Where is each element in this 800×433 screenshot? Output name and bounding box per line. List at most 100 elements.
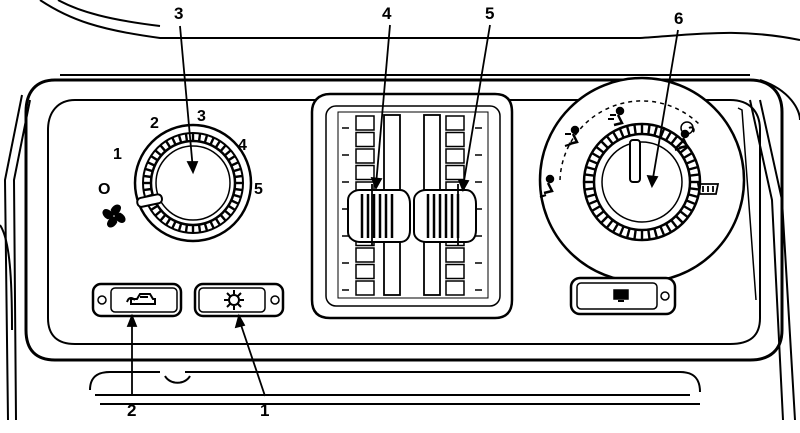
knob-ridge xyxy=(633,229,637,240)
knob-ridge xyxy=(611,131,620,142)
leader-3-arrowhead xyxy=(186,161,199,175)
floor-icon xyxy=(539,174,555,198)
knob-ridge xyxy=(591,151,602,160)
knob-ridge xyxy=(159,144,167,153)
callout-5: 5 xyxy=(485,4,494,23)
leader-4 xyxy=(375,24,391,186)
knob-ridge xyxy=(143,187,152,192)
scale-segment xyxy=(355,280,375,296)
scale-segment xyxy=(355,164,375,181)
mode-dial-arc xyxy=(559,100,701,181)
knob-ridge xyxy=(150,204,159,212)
knob-ridge xyxy=(647,229,651,240)
knob-ridge xyxy=(625,228,631,239)
rear-defrost-button[interactable] xyxy=(569,276,677,316)
knob-ridge xyxy=(605,135,614,145)
knob-ridge xyxy=(214,140,222,149)
leader-5-arrowhead xyxy=(457,178,470,193)
defrost-icon xyxy=(680,121,694,135)
knob-ridge xyxy=(146,161,156,167)
knob-ridge xyxy=(197,133,202,142)
knob-ridge xyxy=(164,217,172,226)
scale-segment xyxy=(355,131,375,148)
scale-segment xyxy=(445,131,465,148)
knob-ridge xyxy=(595,145,605,154)
leader-1 xyxy=(239,321,266,397)
knob-ridge xyxy=(203,222,209,232)
fan-speed-label-5: 5 xyxy=(254,181,263,198)
mode-knob-pointer[interactable] xyxy=(629,139,641,183)
control-bezel xyxy=(24,78,784,362)
knob-ridge xyxy=(230,199,240,205)
knob-ridge xyxy=(685,199,697,206)
leader-6 xyxy=(651,29,679,185)
knob-ridge xyxy=(585,193,596,199)
knob-ridge xyxy=(591,204,602,213)
knob-ridge xyxy=(618,127,625,139)
knob-ridge xyxy=(595,210,605,219)
knob-ridge xyxy=(659,127,666,139)
ac-button[interactable] xyxy=(193,282,285,318)
scale-segment xyxy=(355,263,375,280)
knob-ridge xyxy=(664,222,673,233)
knob-ridge xyxy=(227,204,236,212)
knob-ridge xyxy=(584,187,595,191)
knob-ridge xyxy=(659,225,666,237)
knob-ridge xyxy=(171,220,177,230)
scale-segment xyxy=(445,148,465,164)
knob-ridge xyxy=(600,140,609,149)
recirculation-button[interactable] xyxy=(91,282,183,318)
knob-ridge xyxy=(633,124,637,135)
fan-speed-label-off: O xyxy=(98,181,110,198)
left-slider-knob[interactable] xyxy=(347,184,411,246)
fan-speed-knob-grip xyxy=(143,133,243,233)
knob-ridge xyxy=(618,225,625,237)
knob-ridge xyxy=(144,167,154,173)
scale-segment xyxy=(445,164,465,181)
callout-1: 1 xyxy=(260,401,269,420)
mode-dial-area xyxy=(538,76,746,284)
knob-ridge xyxy=(219,144,227,153)
knob-ridge xyxy=(227,154,236,162)
knob-ridge xyxy=(230,161,240,167)
knob-ridge xyxy=(184,133,189,142)
leader-1-arrowhead xyxy=(234,313,246,329)
callout-labels: 3 4 5 6 2 1 xyxy=(127,4,683,420)
callout-leaders xyxy=(126,24,679,397)
knob-ridge xyxy=(234,174,243,179)
leader-3 xyxy=(179,25,194,171)
knob-ridge xyxy=(679,145,689,154)
bi-level-icon xyxy=(564,125,580,147)
right-slider-knob[interactable] xyxy=(413,184,477,246)
knob-ridge xyxy=(682,204,693,213)
knob-ridge xyxy=(184,224,189,233)
knob-ridge xyxy=(219,213,227,222)
leader-6-arrowhead xyxy=(646,174,659,189)
knob-ridge xyxy=(203,134,209,144)
knob-ridge xyxy=(197,224,202,233)
knob-ridge xyxy=(159,213,167,222)
knob-ridge xyxy=(587,158,599,165)
knob-ridge xyxy=(689,187,700,191)
knob-ridge xyxy=(653,228,659,239)
knob-ridge xyxy=(605,219,614,229)
panel-vent-icon xyxy=(608,106,625,127)
callout-4: 4 xyxy=(382,4,392,23)
knob-ridge xyxy=(664,131,673,142)
scale-segment xyxy=(355,115,375,131)
fan-speed-label-2: 2 xyxy=(150,115,159,132)
leader-2-arrowhead xyxy=(126,313,138,327)
knob-ridge xyxy=(647,124,651,135)
knob-ridge xyxy=(670,135,679,145)
fan-speed-labels: O 1 2 3 4 5 xyxy=(98,108,263,198)
knob-ridge xyxy=(209,220,215,230)
fan-speed-knob-pointer[interactable] xyxy=(136,193,164,208)
knob-ridge xyxy=(585,165,596,171)
knob-ridge xyxy=(177,134,183,144)
fan-speed-label-1: 1 xyxy=(113,146,122,163)
knob-ridge xyxy=(688,193,699,199)
knob-ridge xyxy=(587,199,599,206)
knob-ridge xyxy=(171,136,177,146)
scale-segment xyxy=(445,263,465,280)
